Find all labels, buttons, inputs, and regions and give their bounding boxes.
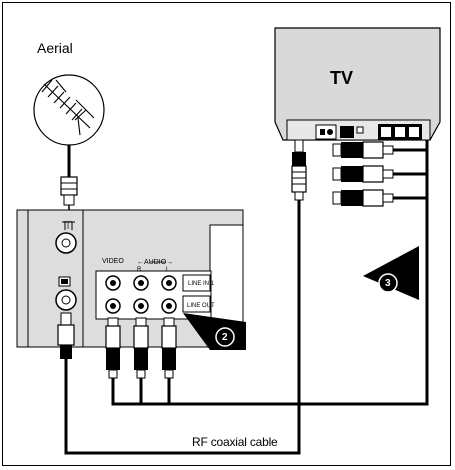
rf-out-plug	[57, 312, 75, 359]
video-label: VIDEO	[102, 258, 124, 265]
av-cable	[111, 140, 429, 406]
audio-l-label: L	[166, 267, 170, 273]
line-out-label: LINE OUT	[187, 303, 215, 309]
rf-in-socket	[55, 232, 77, 254]
svg-text:⊤: ⊤	[63, 220, 73, 232]
device-rca-plugs	[105, 317, 177, 379]
line-out-jacks	[105, 298, 177, 314]
antenna-input-icon: ⊤	[62, 220, 75, 232]
aerial-label: Aerial	[37, 40, 73, 56]
step-3-number: 3	[385, 278, 391, 289]
step-2-marker	[183, 313, 246, 350]
line-in-label: LINE IN 1	[188, 281, 215, 287]
line-in-jacks	[105, 275, 177, 291]
tv-rca-plugs	[332, 141, 394, 207]
tv-set	[274, 27, 441, 141]
aerial-antenna	[33, 74, 105, 146]
audio-label: ←AUDIO→	[137, 259, 174, 266]
rf-coaxial-cable	[64, 200, 301, 455]
rf-out-socket	[55, 289, 77, 311]
diagram-frame	[2, 2, 451, 466]
tv-output-icon	[58, 276, 71, 287]
step-2-number: 2	[222, 332, 228, 343]
aerial-cable	[60, 145, 78, 215]
audio-r-label: R	[137, 267, 142, 273]
rf-cable-label: RF coaxial cable	[192, 435, 278, 449]
step-3-marker	[363, 246, 419, 300]
tv-rf-plug	[291, 139, 307, 201]
tv-label: TV	[330, 68, 354, 88]
